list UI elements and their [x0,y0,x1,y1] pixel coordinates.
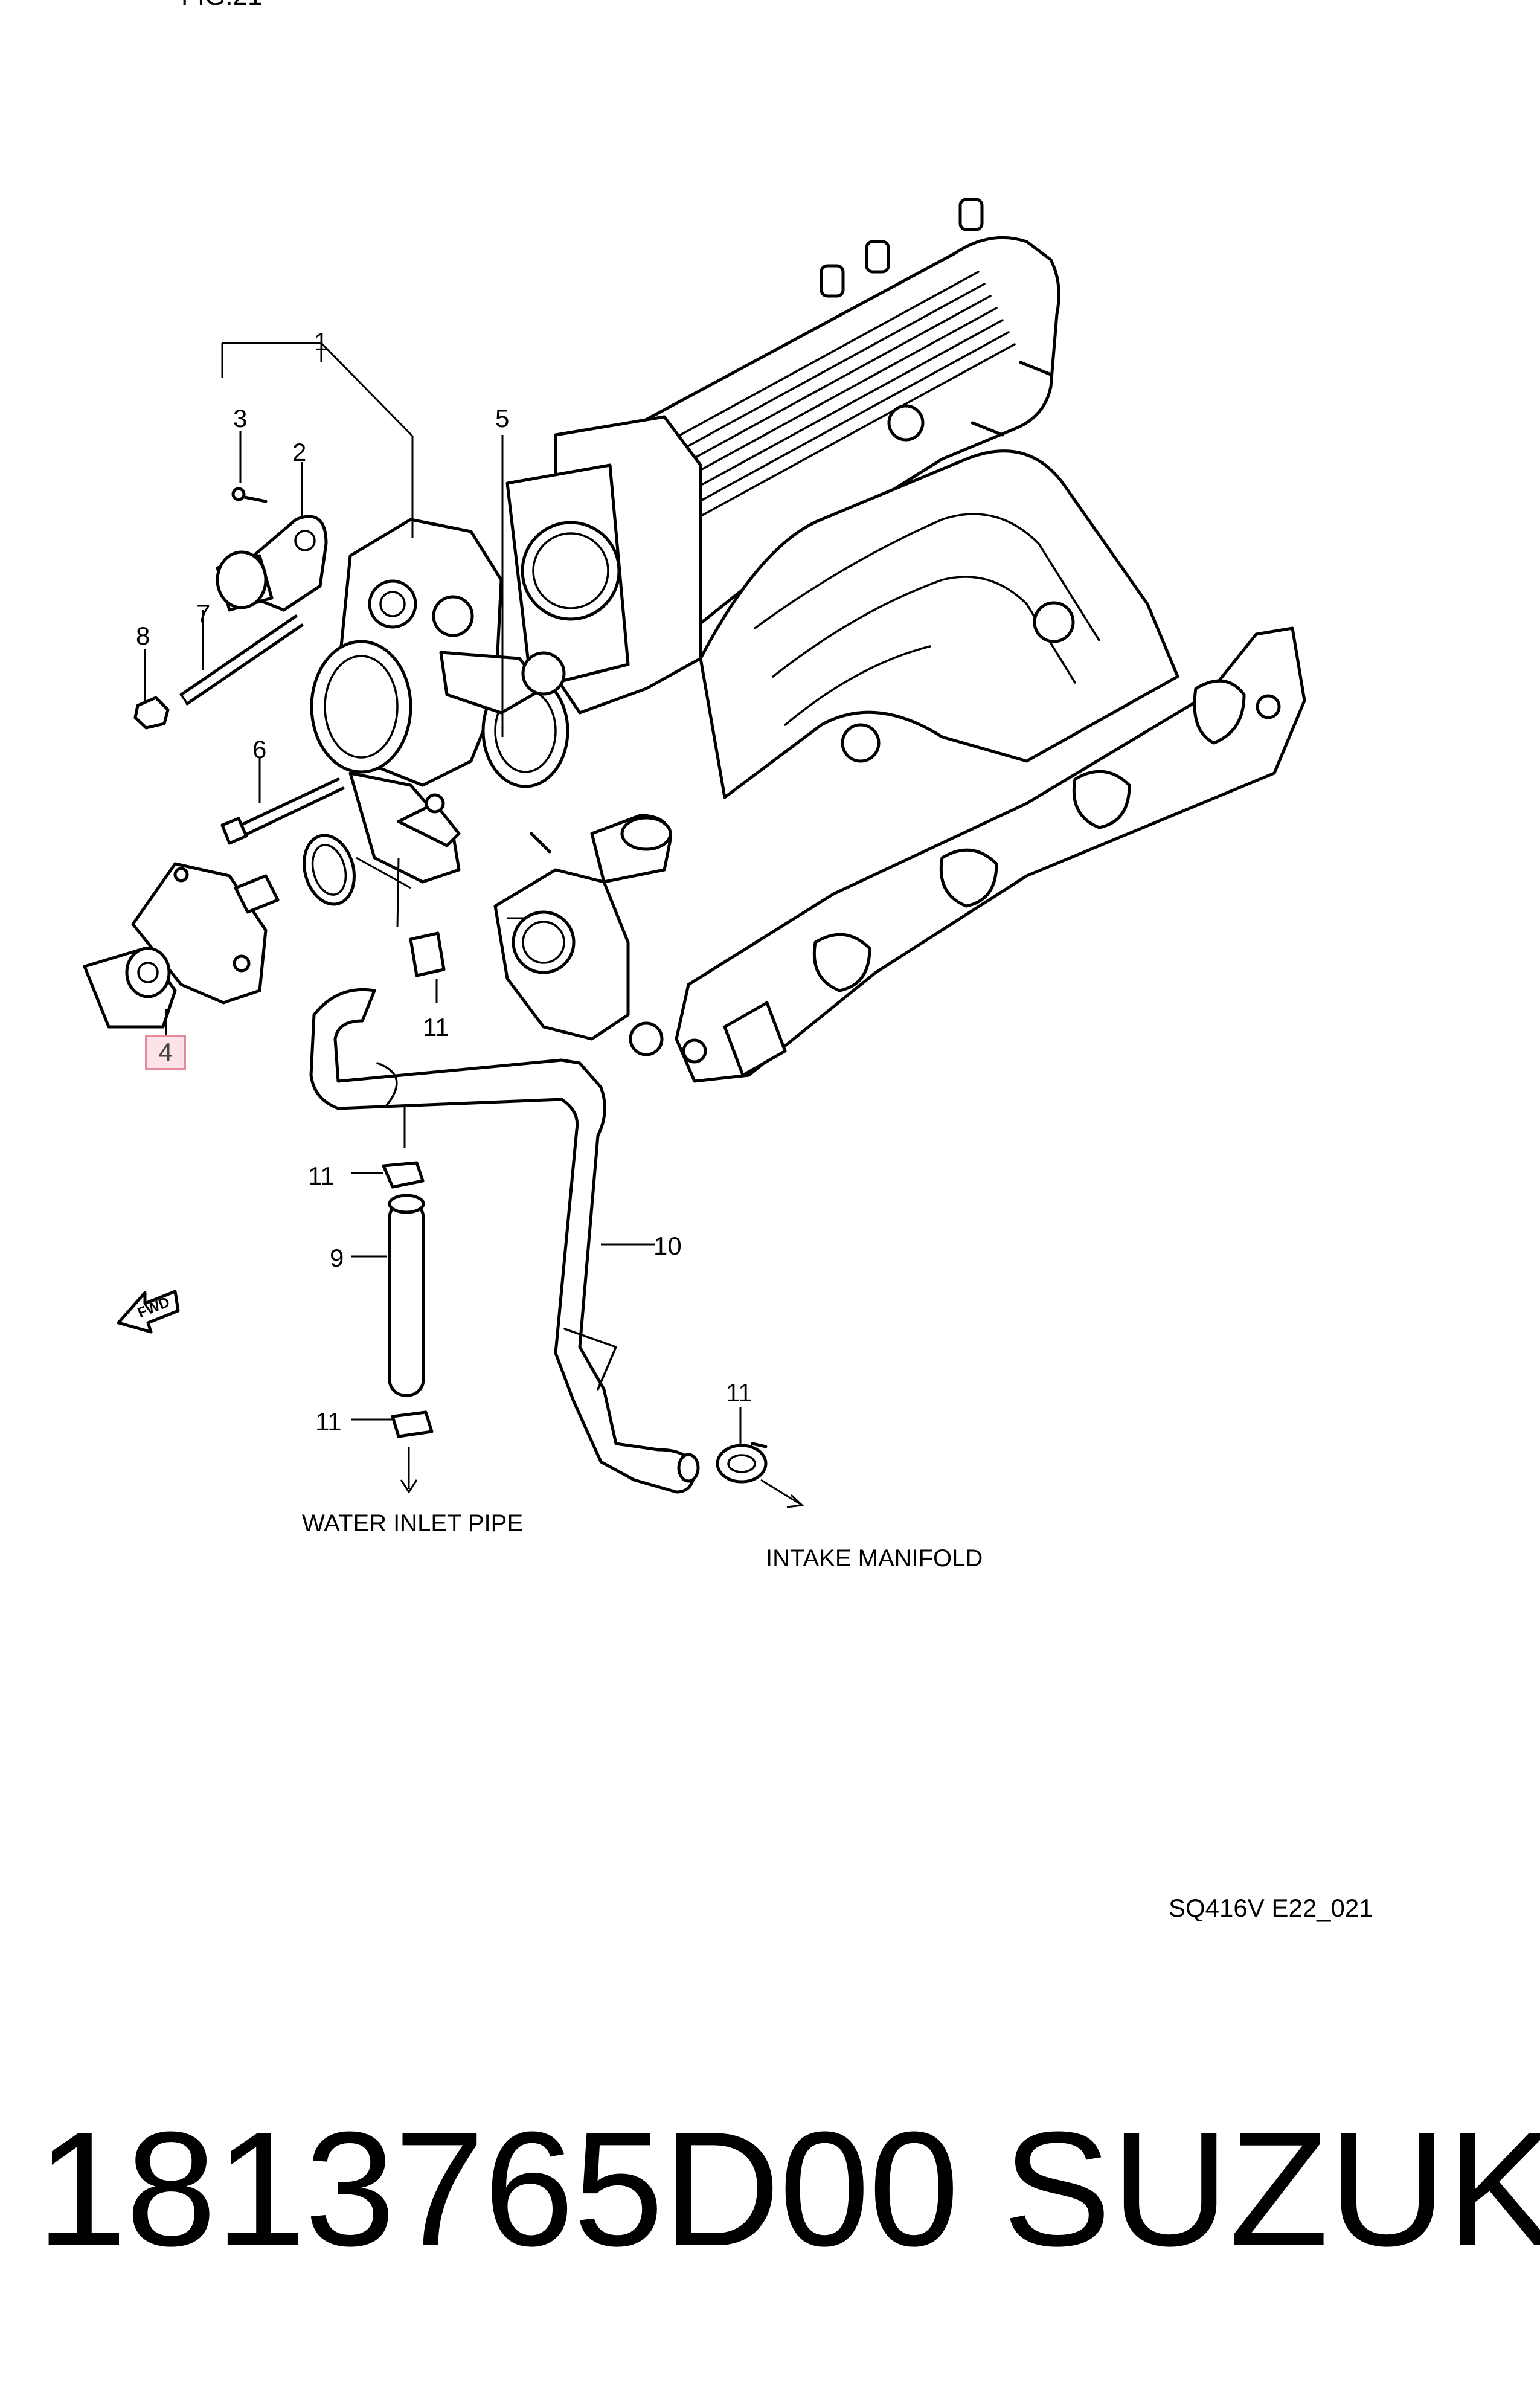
callout-3: 3 [233,404,248,432]
callout-8: 8 [136,622,150,650]
parts-diagram-panel: FIG.21 [83,0,1373,1922]
footer-band [0,1990,1540,2392]
callout-11-d: 11 [726,1378,752,1407]
callout-11-a: 11 [423,1013,449,1041]
nut-8-drawing [133,696,170,730]
part-number: 1813765D00 [36,2098,959,2280]
hose-9-drawing [388,1200,425,1397]
parts-diagram-drawing: FIG.21 [83,0,1306,1508]
intake-manifold-label: INTAKE MANIFOLD [766,1545,983,1572]
bolt-7-drawing [179,614,304,706]
header-partial-text: FIG.21 [181,0,263,11]
drawing-code: SQ416V E22_021 [1169,1894,1373,1922]
callout-6: 6 [252,735,267,764]
callout-7: 7 [196,599,211,628]
intake-manifold-drawing [493,198,1306,1083]
callout-9: 9 [330,1244,344,1272]
hose-10-drawing [309,988,696,1494]
callout-1: 1 [314,327,329,356]
o-ring-drawing [303,834,356,906]
callout-4-label: 4 [158,1038,173,1066]
bolt-6-drawing [234,777,345,838]
callout-11-c: 11 [315,1407,342,1436]
leader-lines [144,342,742,1447]
callout-5: 5 [495,404,510,432]
idle-air-control-valve-drawing [83,862,280,1029]
fwd-arrow-icon: FWD [117,1290,180,1334]
callout-4-highlighted[interactable]: 4 [145,1035,186,1070]
hose-clamps-drawing [382,931,768,1484]
callout-11-b: 11 [308,1162,335,1190]
throttle-position-sensor-drawing [216,487,328,612]
water-inlet-pipe-label: WATER INLET PIPE [302,1510,523,1537]
callout-10: 10 [653,1232,682,1260]
callout-2: 2 [292,438,307,466]
brand-name: SUZUKI [1003,2098,1540,2280]
throttle-body-drawing [310,518,569,884]
